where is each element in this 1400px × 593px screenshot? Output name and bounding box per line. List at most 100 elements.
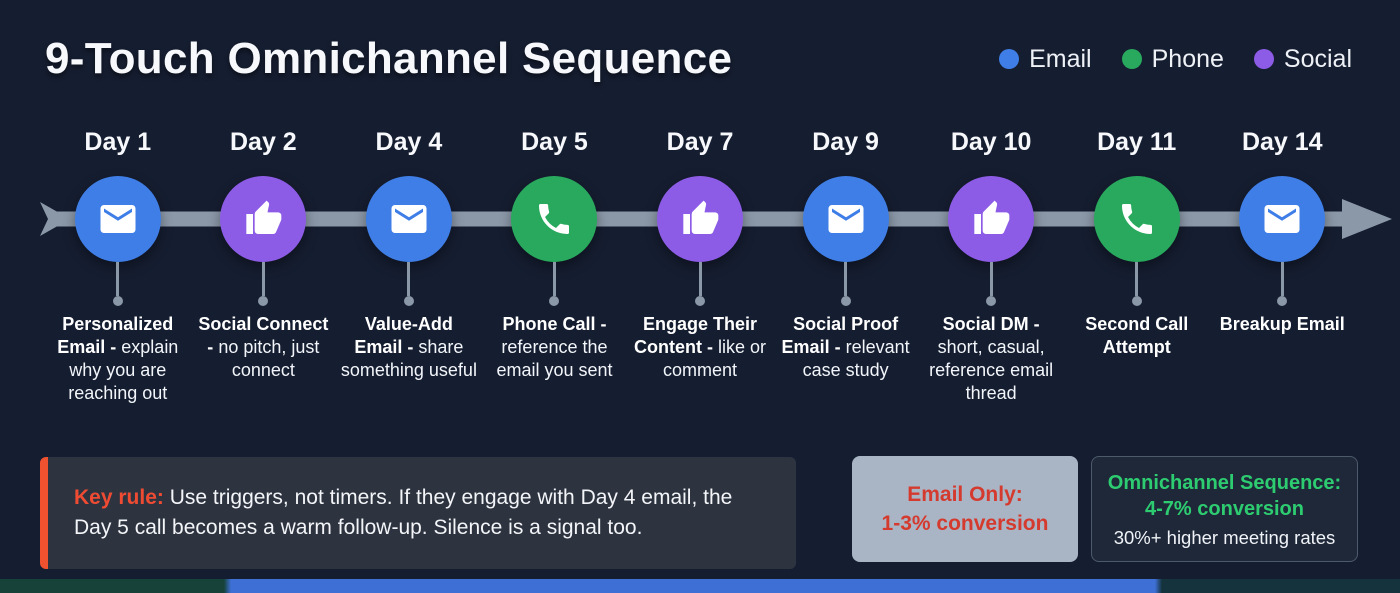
timeline-step: Day 1 Personalized Email - explain why yo…: [45, 128, 191, 405]
step-caption: Phone Call - reference the email you sen…: [485, 313, 623, 382]
step-desc: relevant case study: [802, 337, 910, 381]
legend-label-phone: Phone: [1151, 44, 1224, 73]
connector-line: [844, 262, 848, 296]
day-label: Day 5: [521, 128, 588, 156]
step-caption: Value-Add Email - share something useful: [340, 313, 478, 382]
step-desc: explain why you are reaching out: [68, 337, 179, 404]
step-title: Social Proof Email -: [781, 314, 899, 358]
step-title: Personalized Email -: [57, 314, 174, 358]
day-label: Day 14: [1241, 128, 1323, 156]
thumbs-up-icon: [971, 199, 1011, 239]
step-desc: like or comment: [663, 337, 767, 381]
omnichannel-meeting-rates: 30%+ higher meeting rates: [1113, 526, 1336, 548]
bottom-strip: [0, 579, 1400, 593]
day-label: Day 7: [666, 128, 734, 156]
thumbs-up-icon: [243, 199, 283, 239]
timeline-step: Day 14 Breakup Email: [1210, 128, 1356, 405]
channel-node: [511, 176, 598, 262]
page-title: 9-Touch Omnichannel Sequence: [45, 34, 733, 83]
timeline-step: Day 10 Social DM - short, casual, referen…: [918, 128, 1064, 405]
step-desc: share something useful: [340, 337, 477, 381]
connector-dot: [258, 296, 269, 306]
connector-dot: [1131, 296, 1142, 306]
timeline-steps: Day 1 Personalized Email - explain why yo…: [45, 128, 1355, 405]
step-title: Phone Call -: [502, 314, 607, 334]
legend-item-email: Email: [999, 45, 1092, 74]
email-icon: [388, 198, 430, 240]
email-icon: [825, 198, 867, 240]
channel-node: [1239, 176, 1326, 262]
step-caption: Social Connect - no pitch, just connect: [194, 313, 332, 382]
connector-dot: [1277, 296, 1288, 306]
day-label: Day 11: [1097, 128, 1177, 156]
channel-node: [948, 176, 1035, 262]
header: 9-Touch Omnichannel Sequence Email Phone…: [45, 34, 1352, 84]
phone-legend-dot-icon: [1121, 49, 1142, 69]
step-caption: Personalized Email - explain why you are…: [49, 313, 187, 405]
email-only-title: Email Only:: [907, 482, 1023, 506]
timeline-step: Day 11 Second Call Attempt: [1064, 128, 1210, 405]
omnichannel-conversion: 4-7% conversion: [1145, 497, 1304, 520]
legend-item-social: Social: [1253, 44, 1352, 74]
step-caption: Social Proof Email - relevant case study: [777, 313, 915, 382]
day-label: Day 10: [950, 128, 1032, 156]
connector-line: [1135, 262, 1139, 296]
legend: Email Phone Social: [999, 45, 1352, 74]
social-legend-dot-icon: [1253, 49, 1274, 69]
connector-dot: [695, 296, 706, 306]
day-label: Day 9: [812, 128, 879, 156]
email-only-conversion: 1-3% conversion: [881, 512, 1049, 535]
key-rule-text: Use triggers, not timers. If they engage…: [74, 485, 733, 539]
channel-node: [1093, 176, 1180, 262]
channel-node: [220, 176, 307, 262]
connector-line: [989, 262, 993, 296]
email-icon: [97, 198, 139, 240]
key-rule-label: Key rule:: [74, 485, 164, 509]
step-title: Engage Their Content -: [634, 314, 758, 358]
timeline-step: Day 7 Engage Their Content - like or comm…: [627, 128, 773, 405]
phone-icon: [534, 199, 574, 239]
step-desc: reference the email you sent: [496, 337, 613, 381]
timeline-step: Day 4 Value-Add Email - share something u…: [336, 128, 482, 405]
timeline-step: Day 9 Social Proof Email - relevant case …: [773, 128, 919, 405]
channel-node: [802, 176, 889, 262]
connector-line: [698, 262, 702, 296]
connector-line: [407, 262, 411, 296]
day-label: Day 1: [84, 128, 152, 156]
email-icon: [1261, 198, 1303, 240]
omnichannel-title: Omnichannel Sequence:: [1107, 471, 1342, 494]
step-caption: Second Call Attempt: [1068, 313, 1206, 359]
day-label: Day 2: [229, 128, 297, 156]
channel-node: [74, 176, 161, 262]
connector-line: [1280, 262, 1284, 296]
step-title: Social Connect -: [198, 314, 329, 358]
legend-label-social: Social: [1283, 44, 1352, 73]
key-rule-box: Key rule: Use triggers, not timers. If t…: [40, 457, 796, 569]
timeline-step: Day 5 Phone Call - reference the email yo…: [482, 128, 628, 405]
connector-line: [261, 262, 265, 296]
timeline-step: Day 2 Social Connect - no pitch, just con…: [191, 128, 337, 405]
connector-dot: [403, 296, 414, 306]
connector-line: [552, 262, 556, 296]
day-label: Day 4: [375, 128, 443, 156]
step-caption: Social DM - short, casual, reference ema…: [922, 313, 1060, 405]
email-only-stat-card: Email Only: 1-3% conversion: [852, 456, 1078, 562]
step-title: Second Call Attempt: [1085, 314, 1189, 358]
step-title: Value-Add Email -: [354, 314, 453, 358]
step-desc: no pitch, just connect: [218, 337, 320, 381]
key-rule-paragraph: Key rule: Use triggers, not timers. If t…: [74, 483, 768, 544]
channel-node: [365, 176, 452, 262]
step-caption: Breakup Email: [1220, 313, 1345, 336]
email-legend-dot-icon: [999, 49, 1020, 69]
connector-dot: [549, 296, 560, 306]
step-caption: Engage Their Content - like or comment: [631, 313, 769, 382]
phone-icon: [1117, 199, 1157, 239]
connector-dot: [112, 296, 123, 306]
step-desc: short, casual, reference email thread: [929, 337, 1054, 404]
step-title: Social DM -: [942, 314, 1040, 334]
legend-label-email: Email: [1029, 44, 1092, 73]
connector-dot: [840, 296, 851, 306]
connector-dot: [986, 296, 997, 306]
connector-line: [116, 262, 120, 296]
